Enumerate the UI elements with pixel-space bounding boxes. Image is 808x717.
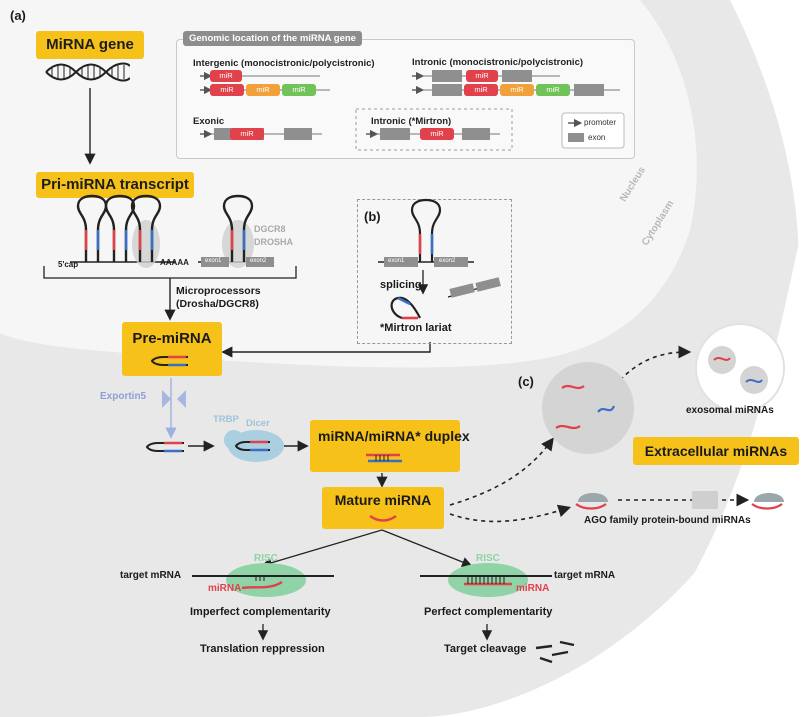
panel-label-a: (a) [10, 8, 26, 23]
risc-left-label: RISC [254, 553, 278, 564]
legend-promoter-label: promoter [584, 118, 617, 127]
dicer-complex-icon [224, 430, 284, 462]
pri-mirna-box: Pri-miRNA transcript [36, 172, 194, 198]
mirtron-lariat-label: *Mirtron lariat [380, 322, 452, 334]
mir-pill-intronic-2: miR [464, 84, 498, 96]
ago-bound-label: AGO family protein-bound miRNAs [584, 515, 751, 526]
mir-pill-intergenic-3: miR [246, 84, 280, 96]
mirtron-label: Intronic (*Mirtron) [371, 116, 452, 127]
pre-mirna-hairpin-icon [150, 355, 188, 367]
genomic-panel-title: Genomic location of the miRNA gene [183, 31, 362, 46]
target-mrna-left-label: target mRNA [120, 570, 182, 581]
mature-mirna-label: Mature miRNA [334, 492, 432, 508]
mirna-left-label: miRNA [208, 583, 242, 594]
mir-pill-intronic-1: miR [466, 70, 498, 82]
extracellular-mirnas-label: Extracellular miRNAs [644, 443, 788, 459]
pre-mirna-box [122, 322, 222, 376]
cap-label: 5'cap [58, 260, 79, 269]
hairpin-2 [104, 194, 136, 262]
mirtron-panel [357, 199, 512, 344]
cleavage-fragments [535, 640, 575, 664]
dicer-label: Dicer [246, 418, 270, 429]
mirna-gene-box: MiRNA gene [36, 31, 144, 59]
drosha-label: DROSHA [254, 237, 294, 247]
mirna-right-label: miRNA [516, 583, 550, 594]
trbp-label: TRBP [213, 414, 239, 425]
dna-helix-icon [45, 62, 130, 82]
pre-mirna-label: Pre-miRNA [132, 330, 212, 347]
intronic-label: Intronic (monocistronic/polycistronic) [412, 57, 584, 68]
extracellular-region [600, 200, 808, 717]
mir-pill-intergenic-1: miR [210, 70, 242, 82]
mature-mirna-box [322, 487, 444, 529]
hairpin-1 [76, 194, 108, 262]
duplex-label: miRNA/miRNA* duplex [318, 428, 470, 444]
mature-mirna-icon [369, 515, 397, 522]
dgcr8-label: DGCR8 [254, 224, 286, 234]
pri-exon1-label: exon1 [205, 258, 222, 264]
mir-pill-mirtron: miR [420, 128, 454, 140]
panel-label-c: (c) [518, 374, 534, 389]
hairpin-4-intronic [222, 194, 254, 268]
polya-label: AAAAA [160, 258, 189, 267]
panel-label-b: (b) [364, 209, 381, 224]
target-cleavage-label: Target cleavage [444, 643, 527, 655]
mir-pill-intergenic-2: miR [210, 84, 244, 96]
cytoplasm-hairpin-icon [145, 441, 184, 453]
imperfect-complementarity-label: Imperfect complementarity [190, 606, 331, 618]
microprocessors-label: Microprocessors [176, 285, 261, 297]
mirtron-exon2-label: exon2 [439, 258, 456, 264]
mir-pill-intronic-4: miR [536, 84, 570, 96]
duplex-box [310, 420, 460, 472]
translation-repression-label: Translation reppression [200, 643, 325, 655]
perfect-complementarity-label: Perfect complementarity [424, 606, 553, 618]
splicing-label: splicing [380, 279, 422, 291]
risc-right-label: RISC [476, 553, 500, 564]
exportin5-icon [162, 390, 186, 408]
pri-exon2-label: exon2 [250, 258, 267, 264]
microprocessors-sub-label: (Drosha/DGCR8) [176, 298, 259, 310]
hairpin-3 [130, 194, 162, 268]
intergenic-label: Intergenic (monocistronic/polycistronic) [193, 58, 375, 69]
mirtron-exon1-label: exon1 [388, 258, 405, 264]
legend-exon-label: exon [588, 133, 606, 142]
exosomal-mirnas-label: exosomal miRNAs [686, 405, 774, 416]
mir-pill-exonic: miR [230, 128, 264, 140]
exportin5-label: Exportin5 [100, 391, 147, 402]
mir-pill-intergenic-4: miR [282, 84, 316, 96]
target-mrna-right-label: target mRNA [554, 570, 616, 581]
exonic-label: Exonic [193, 116, 225, 127]
mir-pill-intronic-3: miR [500, 84, 534, 96]
extracellular-box [633, 437, 799, 465]
duplex-icon [366, 453, 402, 463]
